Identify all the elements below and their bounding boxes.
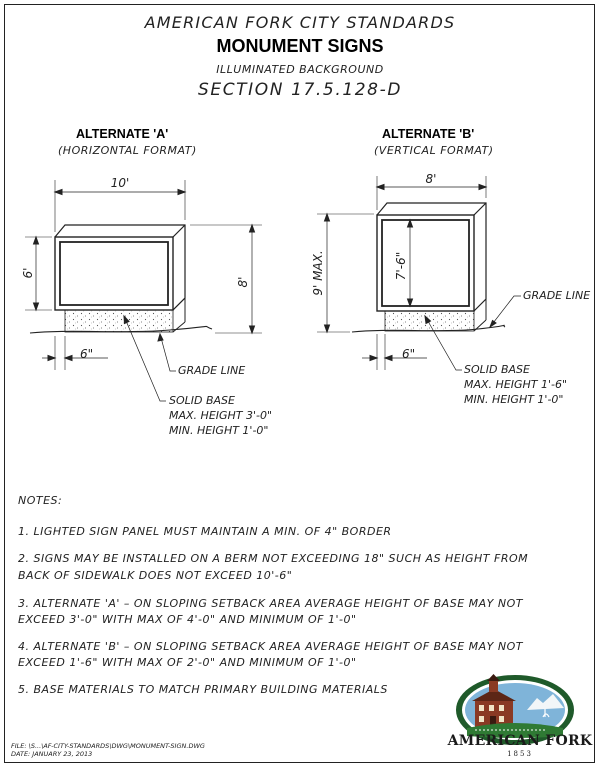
alt-b-grade-line bbox=[351, 324, 506, 333]
alt-b-base-label: SOLID BASE bbox=[464, 363, 530, 376]
note-1: 1. LIGHTED SIGN PANEL MUST MAINTAIN A MI… bbox=[18, 525, 392, 538]
alt-a-title: ALTERNATE 'A' bbox=[76, 127, 169, 141]
alt-a-format: (HORIZONTAL FORMAT) bbox=[58, 144, 197, 157]
alt-b-cabinet bbox=[376, 214, 475, 312]
fountain-icon bbox=[542, 709, 550, 718]
note-4-cont: EXCEED 1'-6" WITH MAX OF 2'-0" AND MINIM… bbox=[18, 656, 357, 669]
alt-a-panel bbox=[59, 241, 169, 306]
alt-a-base bbox=[64, 309, 174, 333]
alt-b-dim-setback: 6" bbox=[402, 347, 415, 361]
note-3-cont: EXCEED 3'-0" WITH MAX OF 4'-0" AND MINIM… bbox=[18, 613, 357, 626]
header-org: AMERICAN FORK CITY STANDARDS bbox=[144, 13, 456, 32]
logo-year: 1853 bbox=[507, 750, 533, 758]
drawing-date: DATE: JANUARY 23, 2013 bbox=[11, 750, 93, 758]
alt-b-dim-sign-height: 7'-6" bbox=[394, 252, 408, 280]
alt-b-drawing bbox=[317, 176, 521, 371]
alt-b-title: ALTERNATE 'B' bbox=[382, 127, 475, 141]
file-path: FILE: \S...\AF-CITY-STANDARDS\DWG\MONUME… bbox=[11, 742, 205, 750]
note-4: 4. ALTERNATE 'B' – ON SLOPING SETBACK AR… bbox=[18, 640, 523, 653]
alt-a-base-min: MIN. HEIGHT 1'-0" bbox=[169, 424, 268, 437]
alt-a-base-max: MAX. HEIGHT 3'-0" bbox=[169, 409, 272, 422]
note-2: 2. SIGNS MAY BE INSTALLED ON A BERM NOT … bbox=[18, 552, 529, 565]
alt-a-dim-width: 10' bbox=[111, 176, 130, 190]
alt-a-base-label: SOLID BASE bbox=[169, 394, 235, 407]
note-5: 5. BASE MATERIALS TO MATCH PRIMARY BUILD… bbox=[18, 683, 388, 696]
alt-a-dim-setback: 6" bbox=[80, 347, 93, 361]
note-3: 3. ALTERNATE 'A' – ON SLOPING SETBACK AR… bbox=[18, 597, 523, 610]
notes-heading: NOTES: bbox=[18, 494, 63, 507]
alt-a-grade-label: GRADE LINE bbox=[178, 364, 245, 377]
alt-a-dim-sign-height: 6' bbox=[21, 268, 35, 279]
page-title: MONUMENT SIGNS bbox=[216, 36, 384, 56]
monument-sign-drawings: 10' 6' 8' 6" GRADE LINE SOLID BASE MAX. … bbox=[21, 172, 590, 437]
city-logo: AMERICAN FORK 1853 bbox=[445, 670, 595, 762]
alt-a-dim-total-height: 8' bbox=[236, 277, 250, 288]
alt-b-base-max: MAX. HEIGHT 1'-6" bbox=[464, 378, 567, 391]
alt-b-format: (VERTICAL FORMAT) bbox=[374, 144, 494, 157]
header-subtitle: ILLUMINATED BACKGROUND bbox=[216, 63, 384, 76]
alt-b-panel bbox=[381, 219, 470, 307]
mountain-icon bbox=[527, 694, 564, 710]
city-logo-emblem bbox=[456, 674, 574, 745]
alt-a-cabinet bbox=[54, 236, 174, 311]
alt-b-dim-width: 8' bbox=[426, 172, 437, 186]
alt-b-base-min: MIN. HEIGHT 1'-0" bbox=[464, 393, 563, 406]
alt-a-drawing bbox=[25, 180, 262, 402]
alt-b-dim-total-height: 9' MAX. bbox=[311, 250, 325, 295]
section-number: SECTION 17.5.128-D bbox=[197, 80, 403, 100]
alt-a-grade-line bbox=[29, 325, 213, 334]
note-2-cont: BACK OF SIDEWALK DOES NOT EXCEED 10'-6" bbox=[18, 569, 293, 582]
logo-name: AMERICAN FORK bbox=[447, 733, 593, 749]
sheet-border bbox=[4, 4, 595, 763]
alt-b-grade-label: GRADE LINE bbox=[523, 289, 590, 302]
